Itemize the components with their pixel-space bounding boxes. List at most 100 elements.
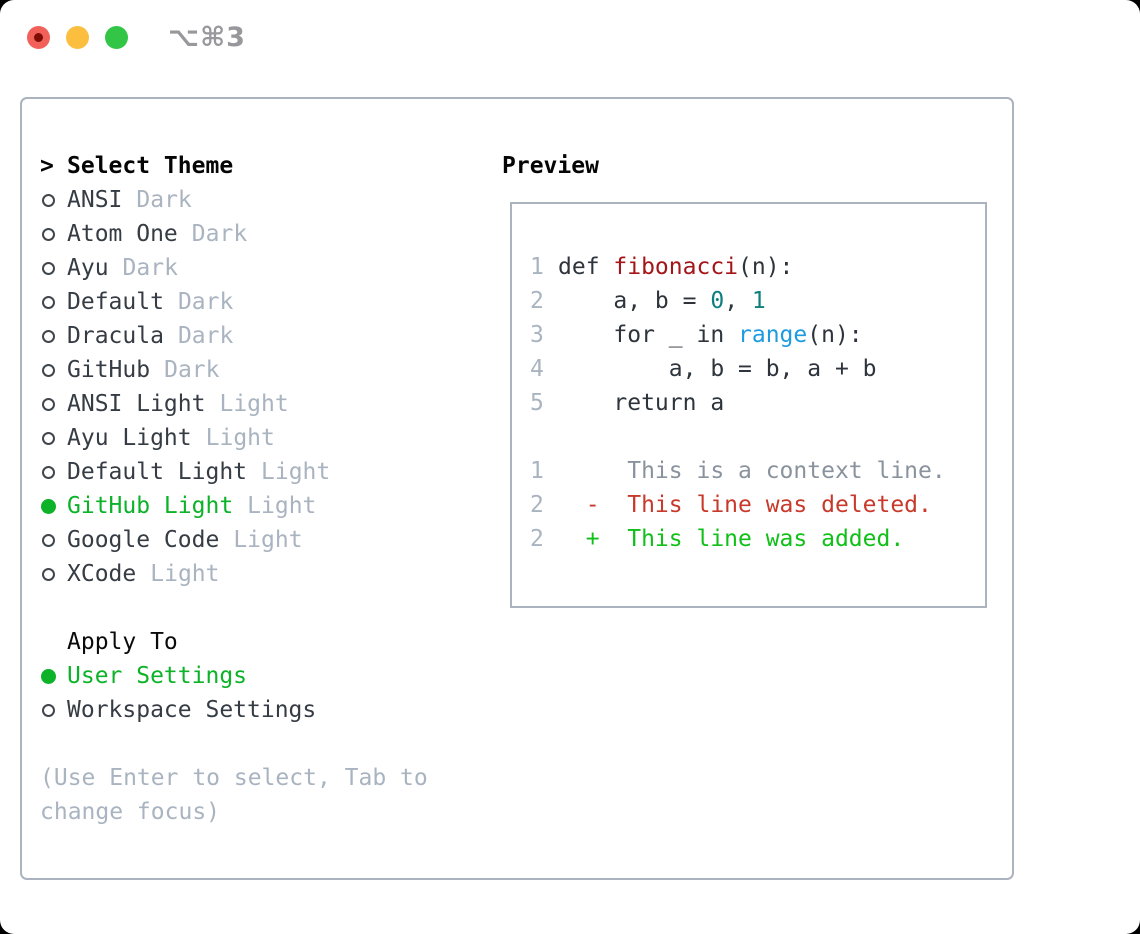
theme-variant-tag: Light — [247, 493, 317, 519]
radio-icon — [42, 227, 55, 241]
apply-to-option[interactable]: User Settings — [40, 659, 490, 693]
code-token: def — [558, 254, 614, 280]
preview-line: 3 for _ in range(n): — [530, 318, 985, 352]
preview-line: 2 - This line was deleted. — [530, 488, 985, 522]
radio-column — [40, 498, 67, 514]
code-token: 0 — [710, 288, 725, 314]
titlebar: ⌥⌘3 — [0, 0, 1140, 75]
theme-name: GitHub — [67, 357, 151, 383]
radio-column — [40, 227, 67, 241]
radio-column — [40, 533, 67, 547]
radio-column — [40, 363, 67, 377]
theme-name: Dracula — [67, 323, 164, 349]
code-token: (n): — [738, 254, 794, 280]
prompt-icon: > — [40, 153, 54, 179]
theme-name: Atom One — [67, 221, 178, 247]
line-number: 3 — [530, 322, 544, 348]
code-token: This is a context line. — [558, 458, 946, 484]
code-token: for _ in — [558, 322, 739, 348]
line-number: 1 — [530, 254, 544, 280]
preview-line: 2 a, b = 0, 1 — [530, 284, 985, 318]
radio-column — [40, 193, 67, 207]
radio-icon — [42, 533, 55, 547]
theme-name: ANSI — [67, 187, 123, 213]
radio-icon — [42, 431, 55, 445]
radio-column — [40, 465, 67, 479]
radio-icon — [42, 567, 55, 581]
theme-name: Ayu Light — [67, 425, 192, 451]
theme-variant-tag: Light — [219, 391, 289, 417]
code-token: (n): — [807, 322, 863, 348]
theme-option[interactable]: GitHub Light Light — [40, 489, 490, 523]
select-theme-title: Select Theme — [67, 153, 234, 179]
select-theme-header: > Select Theme — [40, 149, 490, 183]
radio-icon — [41, 498, 56, 514]
theme-variant-tag: Light — [261, 459, 331, 485]
theme-option[interactable]: Dracula Dark — [40, 319, 490, 353]
hint-line: change focus) — [40, 799, 221, 825]
theme-variant-tag: Dark — [177, 289, 234, 315]
preview-line: 1 This is a context line. — [530, 454, 985, 488]
code-token: a, b = — [558, 288, 711, 314]
theme-option[interactable]: ANSI Light Light — [40, 387, 490, 421]
theme-name: Default Light — [67, 459, 248, 485]
radio-column — [40, 703, 67, 717]
minimize-button[interactable] — [66, 26, 89, 49]
radio-column — [40, 668, 67, 684]
line-number: 2 — [530, 492, 544, 518]
apply-to-header-row: Apply To — [40, 625, 490, 659]
preview-line: 2 + This line was added. — [530, 522, 985, 556]
line-number: 2 — [530, 288, 544, 314]
radio-column — [40, 431, 67, 445]
code-token: range — [738, 322, 808, 348]
radio-icon — [42, 465, 55, 479]
apply-to-option[interactable]: Workspace Settings — [40, 693, 490, 727]
radio-icon — [42, 193, 55, 207]
theme-name: Ayu — [67, 255, 109, 281]
preview-line: 4 a, b = b, a + b — [530, 352, 985, 386]
theme-name: GitHub Light — [67, 493, 234, 519]
preview-line — [530, 420, 985, 454]
radio-column — [40, 397, 67, 411]
radio-icon — [41, 668, 56, 684]
line-number: 2 — [530, 526, 544, 552]
code-token: a, b = b, a + b — [558, 356, 877, 382]
preview-title: Preview — [502, 153, 599, 179]
theme-option[interactable]: Atom One Dark — [40, 217, 490, 251]
theme-variant-tag: Dark — [191, 221, 248, 247]
theme-option[interactable]: Default Dark — [40, 285, 490, 319]
close-button[interactable] — [27, 26, 50, 49]
hint-line: (Use Enter to select, Tab to — [40, 765, 428, 791]
theme-variant-tag: Dark — [122, 255, 178, 281]
radio-icon — [42, 363, 55, 377]
line-number: 4 — [530, 356, 544, 382]
close-dot-icon — [34, 33, 43, 42]
theme-option[interactable]: ANSI Dark — [40, 183, 490, 217]
theme-variant-tag: Dark — [177, 323, 234, 349]
theme-option[interactable]: Ayu Dark — [40, 251, 490, 285]
theme-name: Google Code — [67, 527, 220, 553]
radio-icon — [42, 261, 55, 275]
apply-to-title: Apply To — [67, 629, 178, 655]
line-number: 1 — [530, 458, 544, 484]
code-token: return a — [558, 390, 725, 416]
spacer — [40, 591, 490, 625]
theme-variant-tag: Dark — [136, 187, 192, 213]
radio-icon — [42, 397, 55, 411]
apply-to-label: Workspace Settings — [67, 697, 317, 723]
theme-name: Default — [67, 289, 164, 315]
theme-name: ANSI Light — [67, 391, 206, 417]
code-token: fibonacci — [613, 254, 739, 280]
maximize-button[interactable] — [105, 26, 128, 49]
theme-option[interactable]: Default Light Light — [40, 455, 490, 489]
code-token: - This line was deleted. — [558, 492, 932, 518]
